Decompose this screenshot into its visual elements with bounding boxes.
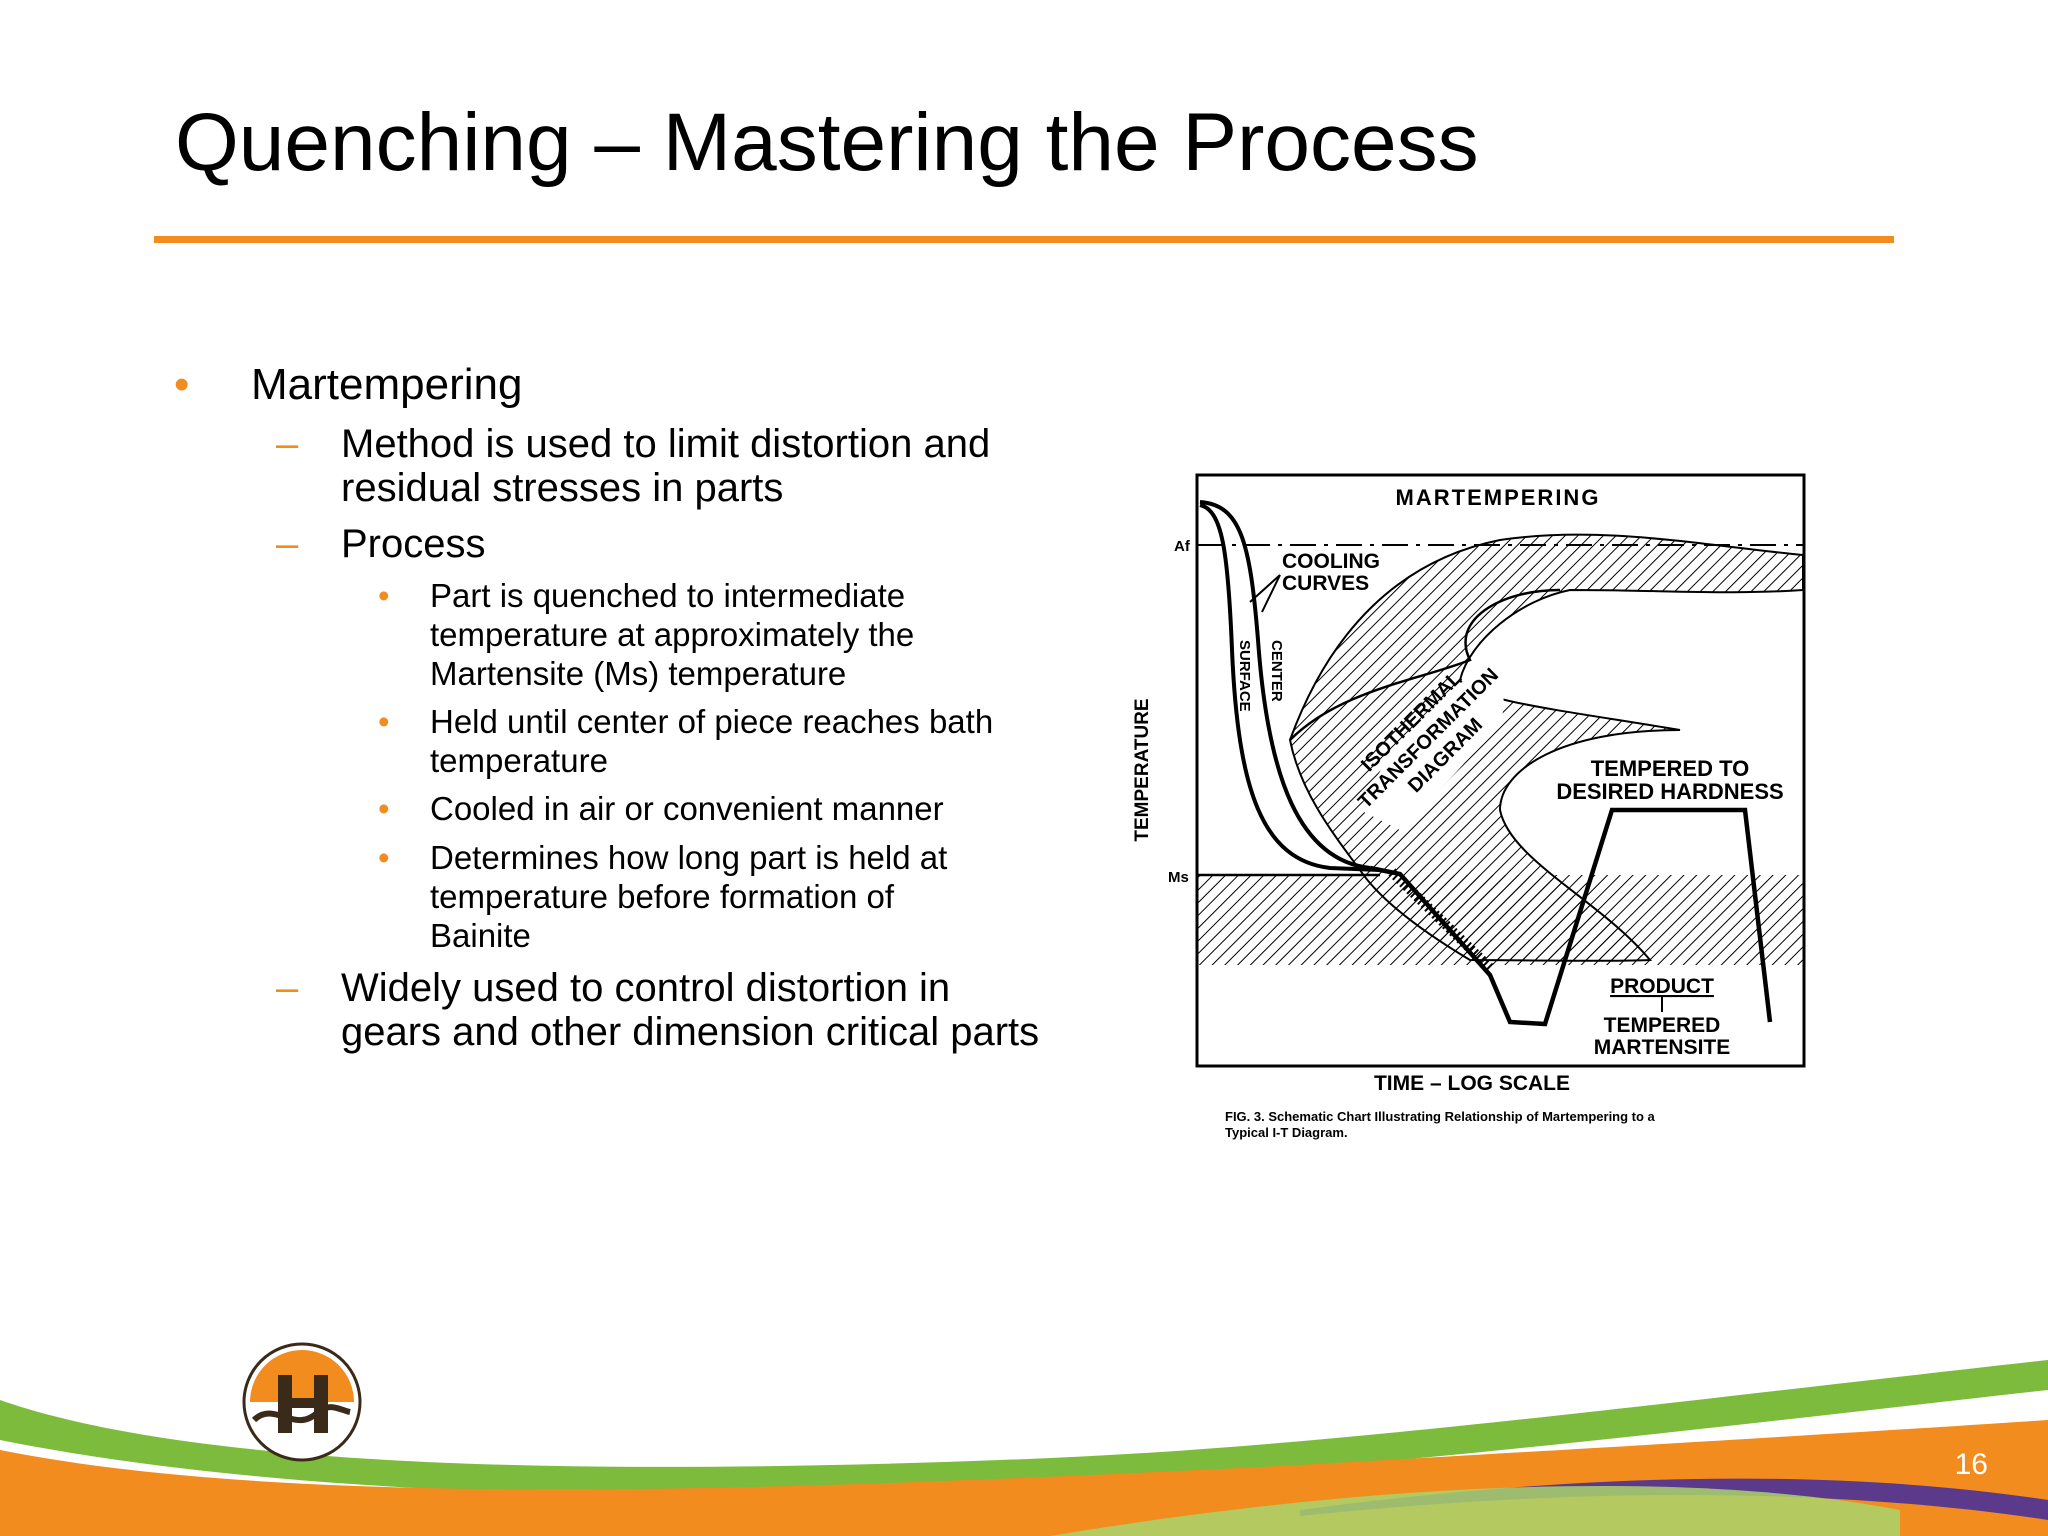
bullet-list: • Martempering – Method is used to limit… [0,0,1110,1100]
x-axis-label: TIME – LOG SCALE [1374,1072,1570,1095]
caption-line1: FIG. 3. Schematic Chart Illustrating Rel… [1225,1109,1656,1124]
cooling-arrow [1261,574,1281,613]
martempering-path [1369,807,1773,1027]
bullet-marker: • [378,577,390,614]
bullet-martempering: Martempering [251,360,523,409]
bullet-marker: • [174,360,190,409]
it-diagram-region [1288,533,1804,962]
dash-marker: – [276,422,299,466]
figure-header: MARTEMPERING [1396,485,1601,510]
item-determines-line2: temperature before formation of [430,878,895,915]
sub-bullet-method-line1: Method is used to limit distortion and [341,422,991,466]
light-green-swoosh [1050,1485,1900,1536]
product-label: PRODUCT [1610,975,1714,998]
center-curve [1199,500,1371,870]
company-logo [242,1342,362,1462]
footer-waves [0,1360,2048,1536]
item-cooled: Cooled in air or convenient manner [430,790,944,827]
slide-title: Quenching – Mastering the Process [175,97,1479,188]
af-label: Af [1174,538,1191,555]
it-nose-curve [1289,588,1561,741]
surface-curve [1199,503,1381,872]
item-quenched-line3: Martensite (Ms) temperature [430,655,847,692]
item-determines-line3: Bainite [430,917,531,954]
dash-marker: – [276,522,299,566]
dash-marker: – [276,966,299,1010]
sub-bullet-widely-line1: Widely used to control distortion in [341,966,951,1010]
item-held-line1: Held until center of piece reaches bath [430,703,994,740]
item-quenched-line1: Part is quenched to intermediate [430,577,906,614]
bullet-marker: • [378,703,390,740]
purple-swoosh [1300,1478,2048,1520]
sub-bullet-widely-line2: gears and other dimension critical parts [341,1010,1040,1054]
tm-label-line1: TEMPERED [1604,1014,1721,1037]
sub-bullet-process: Process [341,522,486,566]
page-number: 16 [1954,1448,1988,1481]
martempering-figure: MARTEMPERING Af Ms COOLING CURVES SURFAC… [1132,473,1806,1140]
item-quenched-line2: temperature at approximately the [430,616,915,653]
green-wave [0,1360,2048,1496]
surface-label: SURFACE [1236,640,1253,712]
item-held-line2: temperature [430,742,608,779]
bullet-marker: • [378,790,390,827]
cooling-arrow [1249,574,1281,603]
ms-label: Ms [1168,869,1189,886]
sub-bullet-method-line2: residual stresses in parts [341,466,784,510]
it-label-area [1360,670,1504,830]
bullet-marker: • [378,839,390,876]
caption-line2: Typical I-T Diagram. [1225,1125,1348,1140]
figure-frame [1195,473,1806,1068]
cooling-label-line1: COOLING [1282,550,1380,573]
item-determines-line1: Determines how long part is held at [430,839,948,876]
tempered-label-line2: DESIRED HARDNESS [1556,779,1783,804]
title-underline [154,236,1894,243]
tempered-label-line1: TEMPERED TO [1591,756,1750,781]
y-axis-label: TEMPERATURE [1132,698,1153,841]
tm-label-line2: MARTENSITE [1594,1036,1731,1059]
cooling-label-line2: CURVES [1282,572,1369,595]
center-label: CENTER [1268,640,1285,702]
